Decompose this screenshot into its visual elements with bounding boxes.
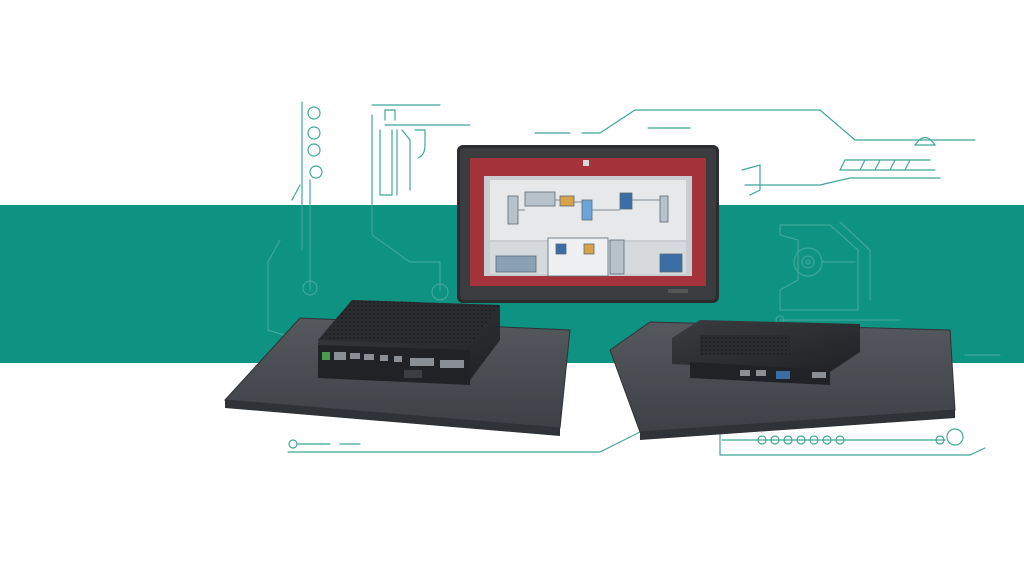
hmi-schematic [495,191,683,277]
right-panel-pc [609,320,956,440]
monitor [457,145,719,303]
left-panel-pc [223,300,571,436]
